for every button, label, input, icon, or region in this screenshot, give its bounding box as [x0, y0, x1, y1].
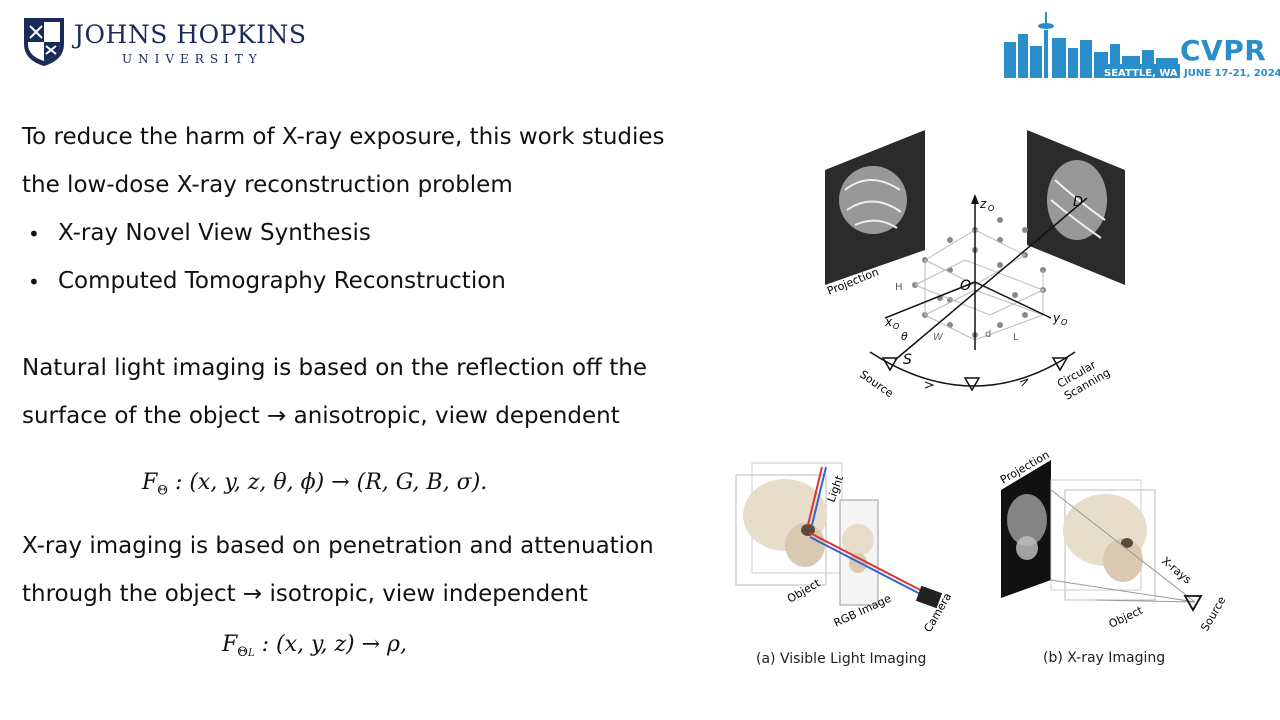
- y-axis: [974, 281, 1052, 319]
- label-xrays: X-rays: [1159, 554, 1194, 586]
- xray-skull-image: [1007, 494, 1047, 546]
- source-triangle-3: [1051, 357, 1069, 372]
- eq2-rhs: : (x, y, z) → ρ,: [261, 632, 407, 657]
- cvpr-logo: CVPR SEATTLE, WA JUNE 17-21, 2024: [1004, 12, 1280, 82]
- camera-icon: [915, 585, 943, 609]
- label-y: y: [1052, 311, 1061, 325]
- visible-light-figure: Light Object RGB Image Camera: [735, 462, 954, 635]
- conference-city: SEATTLE, WA: [1104, 68, 1178, 79]
- x-axis: [884, 281, 976, 319]
- label-h: H: [895, 282, 903, 293]
- xray-figure: Projection X-rays Object Source: [998, 450, 1229, 634]
- label-y-sub: O: [1061, 318, 1067, 327]
- intro-line-1: To reduce the harm of X-ray exposure, th…: [22, 124, 665, 150]
- university-name: JOHNS HOPKINS: [74, 20, 307, 49]
- caption-visible: (a) Visible Light Imaging: [756, 651, 927, 667]
- label-z: z: [979, 197, 987, 211]
- natural-equation: FΘ : (x, y, z, θ, ϕ) → (R, G, B, σ).: [142, 470, 487, 498]
- source-triangle-1: [881, 357, 899, 372]
- eq2-subsub: L: [247, 648, 255, 660]
- label-l: L: [1013, 332, 1019, 343]
- xray-source-triangle: [1183, 595, 1203, 612]
- scanning-geometry-figure: Projection z O D O H x O θ W d L y O S S…: [825, 130, 1125, 403]
- caption-xray: (b) X-ray Imaging: [1043, 650, 1166, 666]
- voxel-grid: [912, 217, 1046, 338]
- label-xray-object: Object: [1107, 604, 1146, 631]
- conference-dates: JUNE 17-21, 2024: [1184, 68, 1280, 79]
- jhu-logo: JOHNS HOPKINS UNIVERSITY: [22, 16, 306, 72]
- natural-line-2: surface of the object → anisotropic, vie…: [22, 403, 620, 429]
- jhu-shield-icon: [24, 18, 64, 66]
- conference-title: CVPR: [1180, 34, 1267, 67]
- university-sub: UNIVERSITY: [122, 52, 263, 66]
- light-ray: [807, 466, 823, 526]
- label-x-sub: O: [893, 322, 899, 331]
- label-w: W: [933, 332, 944, 343]
- scan-arc: [869, 351, 1076, 387]
- bullet-dot-1: •: [28, 222, 40, 246]
- xray-line-1: X-ray imaging is based on penetration an…: [22, 533, 654, 559]
- bullet-dot-2: •: [28, 270, 40, 294]
- natural-line-1: Natural light imaging is based on the re…: [22, 355, 647, 381]
- bullet-novel-view: X-ray Novel View Synthesis: [58, 220, 371, 246]
- eq2-f: F: [222, 632, 238, 657]
- bullet-ct-recon: Computed Tomography Reconstruction: [58, 268, 506, 294]
- eq-sub: Θ: [157, 483, 168, 499]
- label-xray-source: Source: [1198, 594, 1228, 633]
- left-foot-image: [839, 166, 907, 234]
- label-x: x: [884, 315, 893, 329]
- seattle-skyline-icon: [1004, 12, 1180, 78]
- label-d: D: [1073, 195, 1083, 210]
- label-source: Source: [857, 368, 896, 400]
- eq-rhs: : (x, y, z, θ, ϕ) → (R, G, B, σ).: [174, 470, 488, 495]
- label-theta: θ: [901, 330, 908, 343]
- xray-equation: FΘL : (x, y, z) → ρ,: [222, 632, 407, 660]
- label-object: Object: [785, 576, 823, 606]
- xray-line-2: through the object → isotropic, view ind…: [22, 581, 588, 607]
- eq-f: F: [142, 470, 158, 495]
- label-light: Light: [825, 473, 847, 504]
- label-s: S: [903, 352, 912, 368]
- label-d-small: d: [985, 329, 991, 340]
- ray-line: [894, 197, 1088, 361]
- source-triangle-2: [963, 377, 981, 392]
- label-o: O: [960, 278, 971, 294]
- intro-line-2: the low-dose X-ray reconstruction proble…: [22, 172, 513, 198]
- label-z-sub: O: [988, 204, 994, 213]
- eq2-sub: Θ: [237, 645, 248, 661]
